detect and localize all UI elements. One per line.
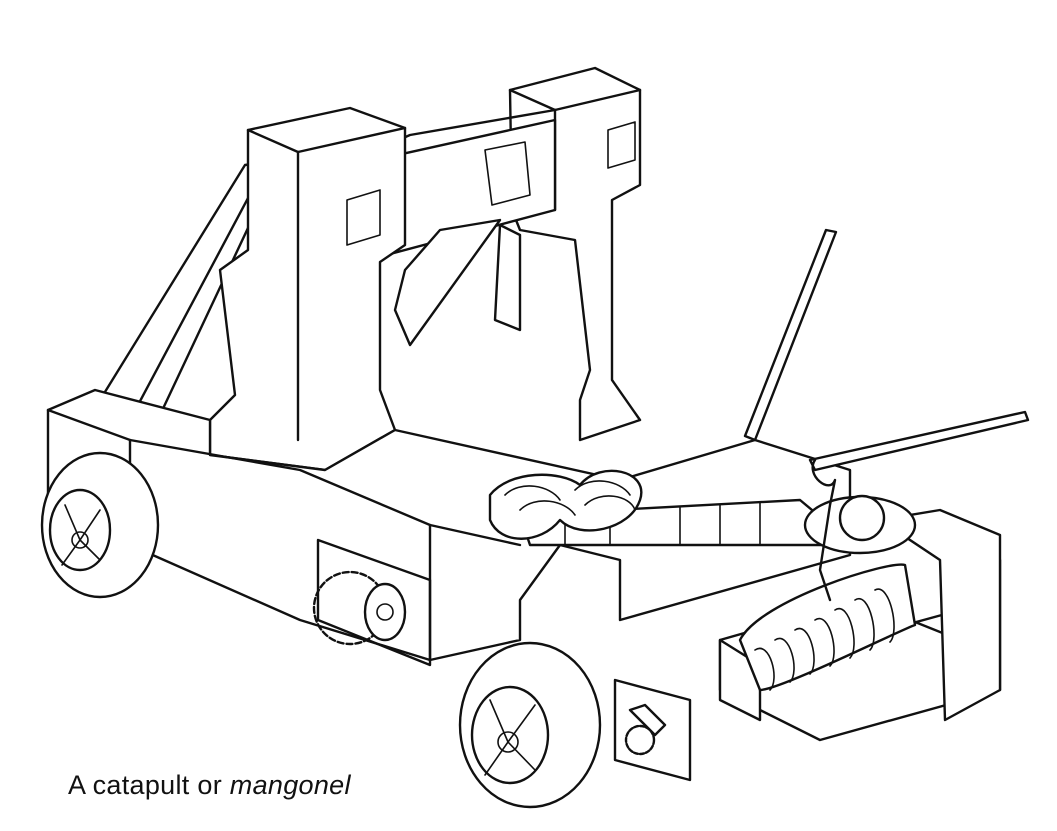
- back-right-post: [508, 66, 642, 442]
- right-gear: [624, 703, 667, 756]
- release-rod-upright: [743, 228, 838, 442]
- caption-lead: A catapult or: [68, 770, 230, 800]
- release-hook: [811, 458, 837, 602]
- winch-drum: [738, 563, 917, 692]
- right-side-plate: [613, 678, 692, 782]
- right-diagonal-brace: [393, 218, 522, 347]
- torsion-skein: [488, 469, 643, 540]
- caption-emphasis: mangonel: [229, 770, 351, 800]
- left-gear: [312, 570, 407, 646]
- left-rear-wheel: [40, 451, 160, 599]
- release-rod-angled: [808, 410, 1030, 472]
- arm-cup-with-stone: [803, 494, 917, 555]
- front-left-post: [208, 106, 407, 472]
- rear-cross-member: [878, 508, 1002, 722]
- caption: A catapult or mangonel: [68, 770, 351, 801]
- front-wheel: [458, 641, 602, 809]
